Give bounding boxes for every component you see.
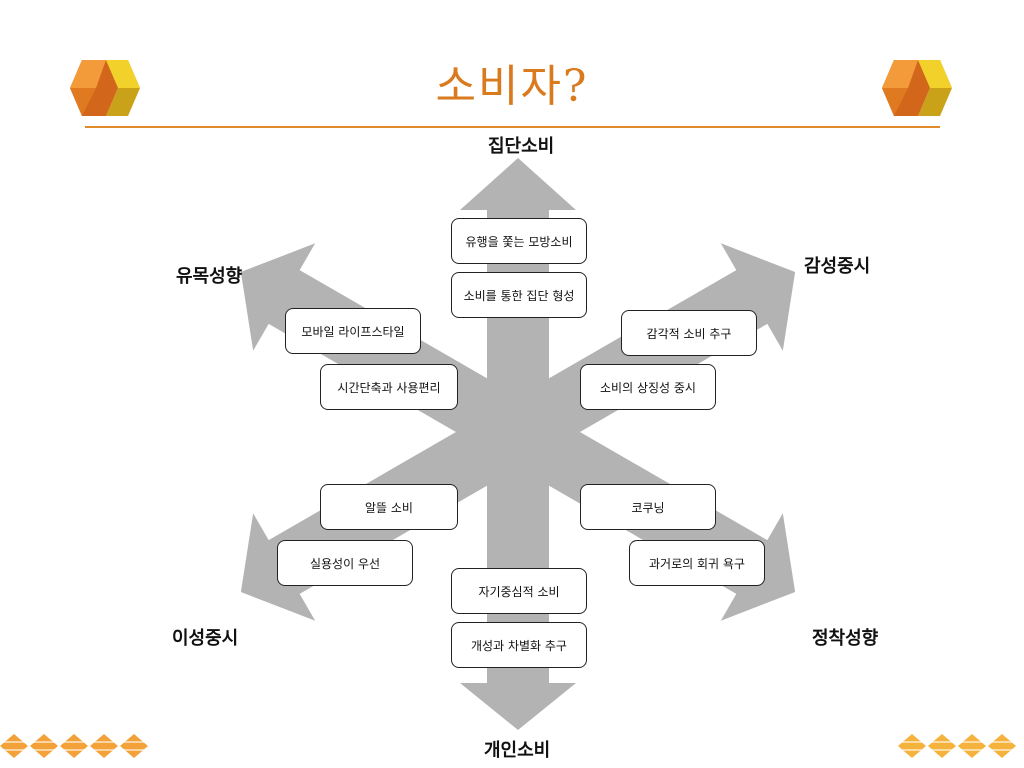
box-lower-left-2: 실용성이 우선 (277, 540, 413, 586)
box-upper-left-2: 시간단축과 사용편리 (320, 364, 458, 410)
arrow-down (487, 420, 549, 683)
box-top-1: 유행을 쫓는 모방소비 (451, 218, 587, 264)
arrowhead-down (460, 683, 576, 730)
cube-logo-icon (70, 60, 140, 116)
box-bottom-1: 자기중심적 소비 (451, 568, 587, 614)
axis-label-lower-right: 정착성향 (812, 628, 879, 649)
box-lower-right-2: 과거로의 회귀 욕구 (629, 540, 765, 586)
axis-label-upper-right: 감성중시 (804, 256, 871, 277)
box-lower-left-1: 알뜰 소비 (320, 484, 458, 530)
box-lower-right-1: 코쿠닝 (580, 484, 716, 530)
arrowhead-up (460, 158, 576, 210)
diamond-chain-icon (898, 734, 1024, 758)
axis-label-bottom: 개인소비 (484, 740, 551, 761)
box-upper-right-2: 소비의 상징성 중시 (580, 364, 716, 410)
diamond-chain-icon (0, 734, 152, 758)
title-underline (85, 126, 940, 128)
box-upper-left-1: 모바일 라이프스타일 (285, 308, 421, 354)
box-upper-right-1: 감각적 소비 추구 (621, 310, 757, 356)
axis-label-lower-left: 이성중시 (172, 628, 239, 649)
box-bottom-2: 개성과 차별화 추구 (451, 622, 587, 668)
box-top-2: 소비를 통한 집단 형성 (451, 272, 587, 318)
cube-logo-icon (882, 60, 952, 116)
slide-title: 소비자? (435, 61, 589, 112)
axis-label-top: 집단소비 (488, 136, 555, 157)
axis-label-upper-left: 유목성향 (176, 266, 243, 287)
